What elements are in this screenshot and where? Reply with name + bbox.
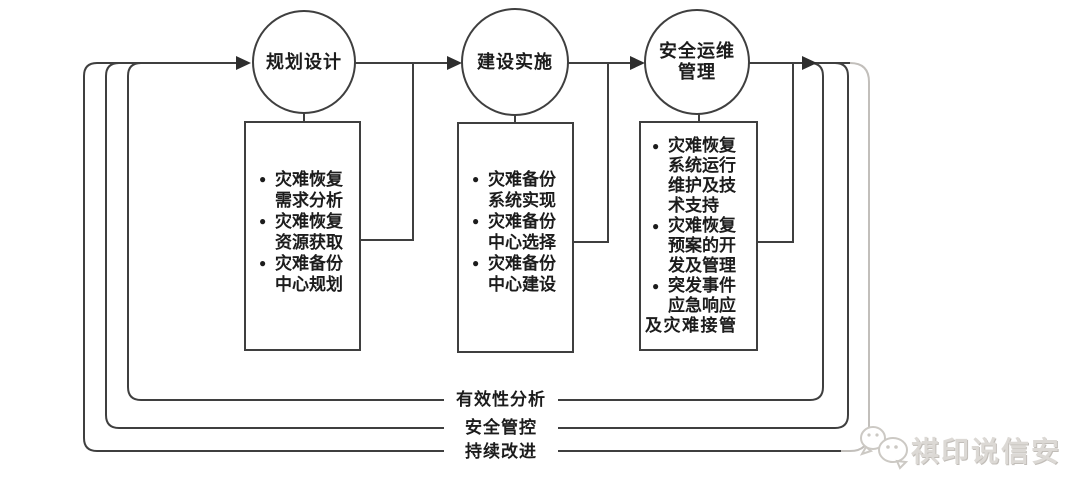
bullet-icon: ● <box>652 139 660 153</box>
bullet-icon: ● <box>472 256 480 270</box>
bullet-icon: ● <box>259 256 267 270</box>
branch-line-box3 <box>758 63 794 243</box>
list-item-text: 灾难备份 中心建设 <box>488 254 556 294</box>
bullet-icon: ● <box>259 172 267 186</box>
stage-box-2 <box>457 122 574 353</box>
watermark-text: 祺印说信安 <box>911 437 1062 468</box>
stage-2-label: 建设实施 <box>477 52 553 72</box>
stage-circle-2 <box>461 8 569 116</box>
arrow-into-circle-2 <box>447 56 462 70</box>
list-item-text-overflow: 及灾难接管 <box>645 316 738 335</box>
wechat-chat-bubbles-icon <box>859 426 909 470</box>
feedback-loop-3-path <box>83 62 843 452</box>
stage-2-box-list: ● 灾难备份 系统实现 ● 灾难备份 中心选择 ● 灾难备份 中心建设 <box>472 169 574 295</box>
stage-box-3 <box>639 121 758 351</box>
list-item: ● 灾难恢复 预案的开 发及管理 <box>652 216 760 276</box>
bullet-icon: ● <box>652 219 660 233</box>
list-item: ● 突发事件 应急响应 及灾难接管 <box>645 276 760 336</box>
feedback-loop-3-path-light <box>841 62 870 452</box>
list-item: ● 灾难备份 中心建设 <box>472 253 574 295</box>
feedback-loop-3-label: 持续改进 <box>444 441 558 462</box>
list-item-text: 灾难备份 中心选择 <box>488 212 556 252</box>
list-item-text: 灾难备份 系统实现 <box>488 170 556 210</box>
stage-3-box-list: ● 灾难恢复 系统运行 维护及技 术支持 ● 灾难恢复 预案的开 发及管理 ● … <box>645 136 760 336</box>
list-item: ● 灾难恢复 需求分析 <box>259 169 361 211</box>
list-item: ● 灾难备份 中心选择 <box>472 211 574 253</box>
list-item-text: 灾难恢复 预案的开 发及管理 <box>668 216 736 275</box>
stage-1-box-list: ● 灾难恢复 需求分析 ● 灾难恢复 资源获取 ● 灾难备份 中心规划 <box>259 169 361 295</box>
list-item: ● 灾难恢复 资源获取 <box>259 211 361 253</box>
stage-3-label: 安全运维 管理 <box>659 41 735 82</box>
bullet-icon: ● <box>652 279 660 293</box>
list-item: ● 灾难备份 中心规划 <box>259 253 361 295</box>
bullet-icon: ● <box>259 214 267 228</box>
stage-box-1 <box>244 121 361 351</box>
arrow-into-circle-1 <box>236 56 251 70</box>
stage-circle-3 <box>644 9 750 115</box>
arrow-into-circle-3 <box>630 56 645 70</box>
feedback-loop-1-label: 有效性分析 <box>444 389 558 410</box>
list-item: ● 灾难备份 系统实现 <box>472 169 574 211</box>
feedback-loop-2-label: 安全管控 <box>444 417 558 438</box>
list-item-text: 灾难恢复 系统运行 维护及技 术支持 <box>668 136 736 215</box>
list-item-text: 灾难恢复 资源获取 <box>275 212 343 252</box>
list-item: ● 灾难恢复 系统运行 维护及技 术支持 <box>652 136 760 216</box>
bullet-icon: ● <box>472 172 480 186</box>
branch-line-box1 <box>361 63 414 241</box>
list-item-text: 突发事件 应急响应 <box>668 276 736 315</box>
stage-1-label: 规划设计 <box>266 52 342 72</box>
stage-circle-1 <box>252 10 356 114</box>
branch-line-box2 <box>574 63 609 243</box>
bullet-icon: ● <box>472 214 480 228</box>
list-item-text: 灾难备份 中心规划 <box>275 254 343 294</box>
list-item-text: 灾难恢复 需求分析 <box>275 170 343 210</box>
arrow-after-circle-3 <box>802 56 817 70</box>
